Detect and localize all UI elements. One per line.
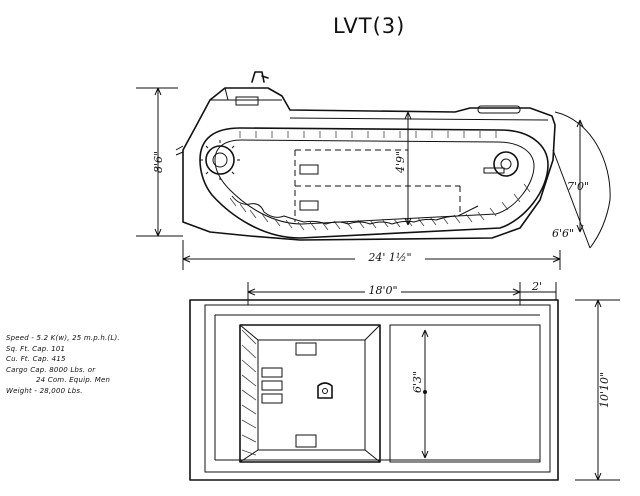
top-hull-outer bbox=[189, 299, 559, 481]
side-idler-link bbox=[483, 167, 505, 174]
side-hull-outline bbox=[182, 87, 556, 241]
side-front-stub bbox=[175, 145, 184, 156]
top-dim-overhang: 2' bbox=[520, 280, 557, 300]
side-cab-window bbox=[235, 96, 259, 106]
side-dim-bottom-right: 6'6" bbox=[552, 227, 574, 240]
side-dim-height-left: 8'6" bbox=[136, 87, 183, 237]
top-cab-roof bbox=[239, 324, 381, 463]
side-track-outer bbox=[199, 127, 549, 239]
side-dim-height-right: 7'0" bbox=[567, 119, 589, 233]
top-dim-length: 18'0" bbox=[247, 282, 521, 305]
spec-speed: Speed - 5.2 K(w), 25 m.p.h.(L). bbox=[6, 334, 120, 342]
top-hatch-front bbox=[295, 342, 317, 356]
side-idler-wheel bbox=[493, 151, 519, 177]
svg-text:7'0": 7'0" bbox=[567, 180, 589, 193]
side-track-inner bbox=[214, 139, 535, 225]
svg-text:8'6": 8'6" bbox=[152, 151, 165, 173]
svg-text:6'3": 6'3" bbox=[411, 371, 424, 393]
side-dim-inner-height: 4'9" bbox=[394, 111, 412, 226]
svg-text:18'0": 18'0" bbox=[368, 284, 397, 297]
side-track-grousers bbox=[229, 131, 531, 231]
side-view: 8'6" 4'9" 7'0" 6'6" 24' 1½" bbox=[136, 71, 611, 270]
top-cupola bbox=[317, 382, 333, 399]
side-rear-hatch bbox=[477, 105, 521, 114]
svg-text:2': 2' bbox=[531, 280, 542, 293]
spec-cargo-men: 24 Com. Equip. Men bbox=[36, 376, 111, 384]
spec-sq-ft: Sq. Ft. Cap. 101 bbox=[6, 344, 66, 353]
side-deck-line bbox=[289, 117, 549, 121]
top-window-1 bbox=[261, 367, 283, 378]
top-deck-lines bbox=[214, 314, 540, 461]
drawing-title: LVT(3) bbox=[333, 14, 405, 38]
top-cargo-bay bbox=[389, 324, 541, 463]
top-hatch-rear bbox=[295, 434, 317, 448]
svg-text:10'10": 10'10" bbox=[598, 372, 611, 408]
side-inner-box-1 bbox=[299, 164, 319, 175]
spec-weight: Weight - 28,000 Lbs. bbox=[6, 386, 83, 395]
top-view: 18'0" 2' 6'3" 10'10" bbox=[189, 280, 620, 481]
top-window-3 bbox=[261, 393, 283, 404]
side-dim-length: 24' 1½" bbox=[182, 240, 561, 270]
top-cupola-port bbox=[322, 388, 328, 394]
top-cab-outline bbox=[239, 324, 381, 463]
side-cargo-dashed bbox=[294, 149, 461, 222]
specifications-block: Speed - 5.2 K(w), 25 m.p.h.(L). Sq. Ft. … bbox=[6, 333, 181, 396]
spec-cargo: Cargo Cap. 8000 Lbs. or bbox=[6, 365, 96, 374]
top-window-2 bbox=[261, 380, 283, 391]
top-dim-width: 10'10" bbox=[575, 299, 620, 481]
side-periscope bbox=[251, 71, 269, 83]
spec-cu-ft: Cu. Ft. Cap. 415 bbox=[6, 355, 66, 363]
top-cab-front-hatch bbox=[241, 329, 257, 456]
top-hull-inner bbox=[204, 304, 551, 473]
svg-text:24' 1½": 24' 1½" bbox=[367, 251, 411, 264]
side-inner-box-2 bbox=[299, 200, 319, 211]
side-drive-sprocket bbox=[200, 140, 240, 180]
top-dim-inner-width: 6'3" bbox=[411, 329, 429, 459]
side-ramp-down bbox=[552, 149, 591, 249]
side-cab-roof bbox=[210, 87, 282, 101]
svg-text:4'9": 4'9" bbox=[394, 151, 407, 174]
